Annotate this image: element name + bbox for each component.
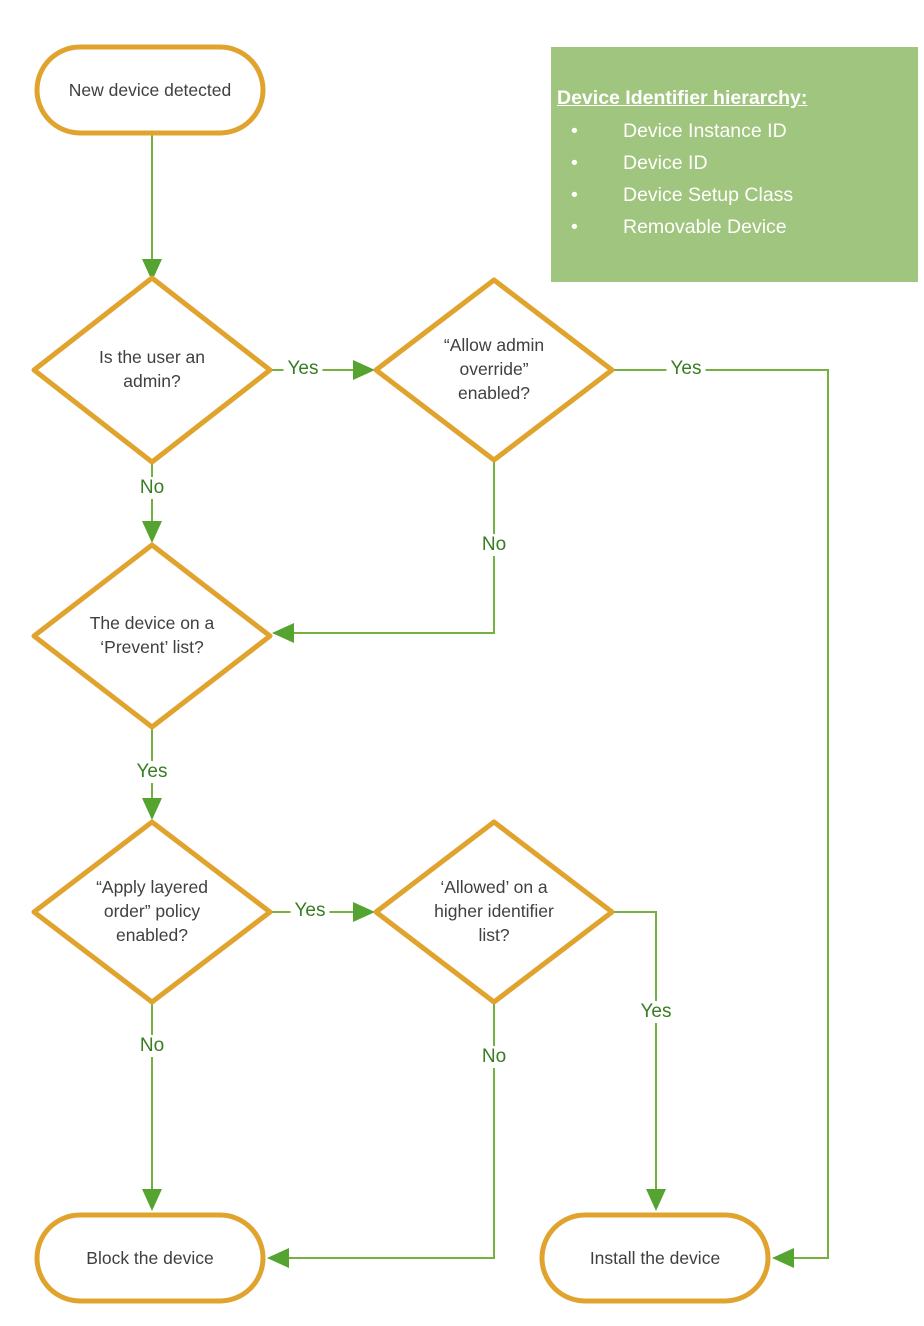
layered-diamond-shape bbox=[31, 819, 273, 1005]
arrow-into-override bbox=[353, 360, 375, 380]
infobox-title: Device Identifier hierarchy: bbox=[557, 87, 808, 109]
infobox-list: Device Instance ID Device ID Device Setu… bbox=[557, 115, 910, 243]
layered-diamond-label: “Apply layered order” policy enabled? bbox=[96, 875, 208, 947]
override-line-3: enabled? bbox=[457, 383, 531, 403]
layered-line-2: order” policy bbox=[103, 901, 201, 921]
edge-label-override-yes: Yes bbox=[666, 358, 706, 380]
layered-line-3: enabled? bbox=[115, 925, 189, 945]
infobox-item-device-id: Device ID bbox=[557, 147, 910, 179]
infobox-item-device-instance-id: Device Instance ID bbox=[557, 115, 910, 147]
override-line-1: “Allow admin bbox=[443, 335, 545, 355]
arrow-into-block-top bbox=[142, 1189, 162, 1211]
prevent-diamond-label: The device on a ‘Prevent’ list? bbox=[90, 611, 215, 659]
override-diamond-label: “Allow admin override” enabled? bbox=[444, 333, 544, 405]
arrow-into-admin bbox=[142, 259, 162, 281]
prevent-line-2: ‘Prevent’ list? bbox=[100, 637, 204, 657]
edge-higher-no bbox=[289, 1002, 495, 1259]
edge-label-layered-yes: Yes bbox=[290, 900, 330, 922]
arrow-into-prevent-top bbox=[142, 521, 162, 543]
override-diamond-shape bbox=[373, 277, 615, 463]
block-node-label: Block the device bbox=[86, 1248, 214, 1268]
edge-label-prevent-yes: Yes bbox=[132, 761, 172, 783]
higher-diamond-shape bbox=[373, 819, 615, 1005]
edge-label-layered-no: No bbox=[135, 1035, 169, 1057]
arrow-into-prevent-right bbox=[272, 623, 294, 643]
admin-line-1: Is the user an bbox=[98, 347, 206, 367]
block-node-shape bbox=[34, 1212, 266, 1304]
arrow-into-higher bbox=[353, 902, 375, 922]
edge-label-override-no: No bbox=[477, 534, 511, 556]
higher-line-3: list? bbox=[478, 925, 510, 945]
higher-line-2: higher identifier bbox=[434, 901, 554, 921]
prevent-diamond-shape bbox=[31, 542, 273, 730]
install-node-shape bbox=[539, 1212, 771, 1304]
admin-diamond-label: Is the user an admin? bbox=[99, 345, 205, 393]
edge-override-yes bbox=[612, 369, 829, 1259]
edge-label-higher-yes: Yes bbox=[636, 1001, 676, 1023]
start-node-label: New device detected bbox=[68, 80, 232, 100]
edge-label-admin-yes: Yes bbox=[283, 358, 323, 380]
admin-diamond-shape bbox=[31, 275, 273, 465]
layered-line-1: “Apply layered bbox=[96, 877, 208, 897]
higher-line-1: ‘Allowed’ on a bbox=[440, 877, 548, 897]
node-shapes bbox=[31, 44, 771, 1304]
higher-diamond-label: ‘Allowed’ on a higher identifier list? bbox=[434, 875, 554, 947]
prevent-line-1: The device on a bbox=[89, 613, 215, 633]
infobox-item-device-setup-class: Device Setup Class bbox=[557, 179, 910, 211]
arrowheads bbox=[142, 259, 794, 1268]
device-identifier-hierarchy-box: Device Identifier hierarchy: Device Inst… bbox=[551, 47, 918, 282]
edge-label-admin-no: No bbox=[135, 477, 169, 499]
edge-label-higher-no: No bbox=[477, 1046, 511, 1068]
edge-override-no bbox=[294, 457, 495, 634]
arrow-into-layered bbox=[142, 798, 162, 820]
arrow-into-block-right bbox=[267, 1248, 289, 1268]
override-line-2: override” bbox=[459, 359, 529, 379]
arrow-into-install-right bbox=[772, 1248, 794, 1268]
admin-line-2: admin? bbox=[123, 371, 181, 391]
install-node-label: Install the device bbox=[589, 1248, 721, 1268]
start-node-shape bbox=[34, 44, 266, 136]
edge-higher-yes bbox=[612, 911, 657, 1189]
infobox-item-removable-device: Removable Device bbox=[557, 211, 910, 243]
arrow-into-install-top bbox=[646, 1189, 666, 1211]
